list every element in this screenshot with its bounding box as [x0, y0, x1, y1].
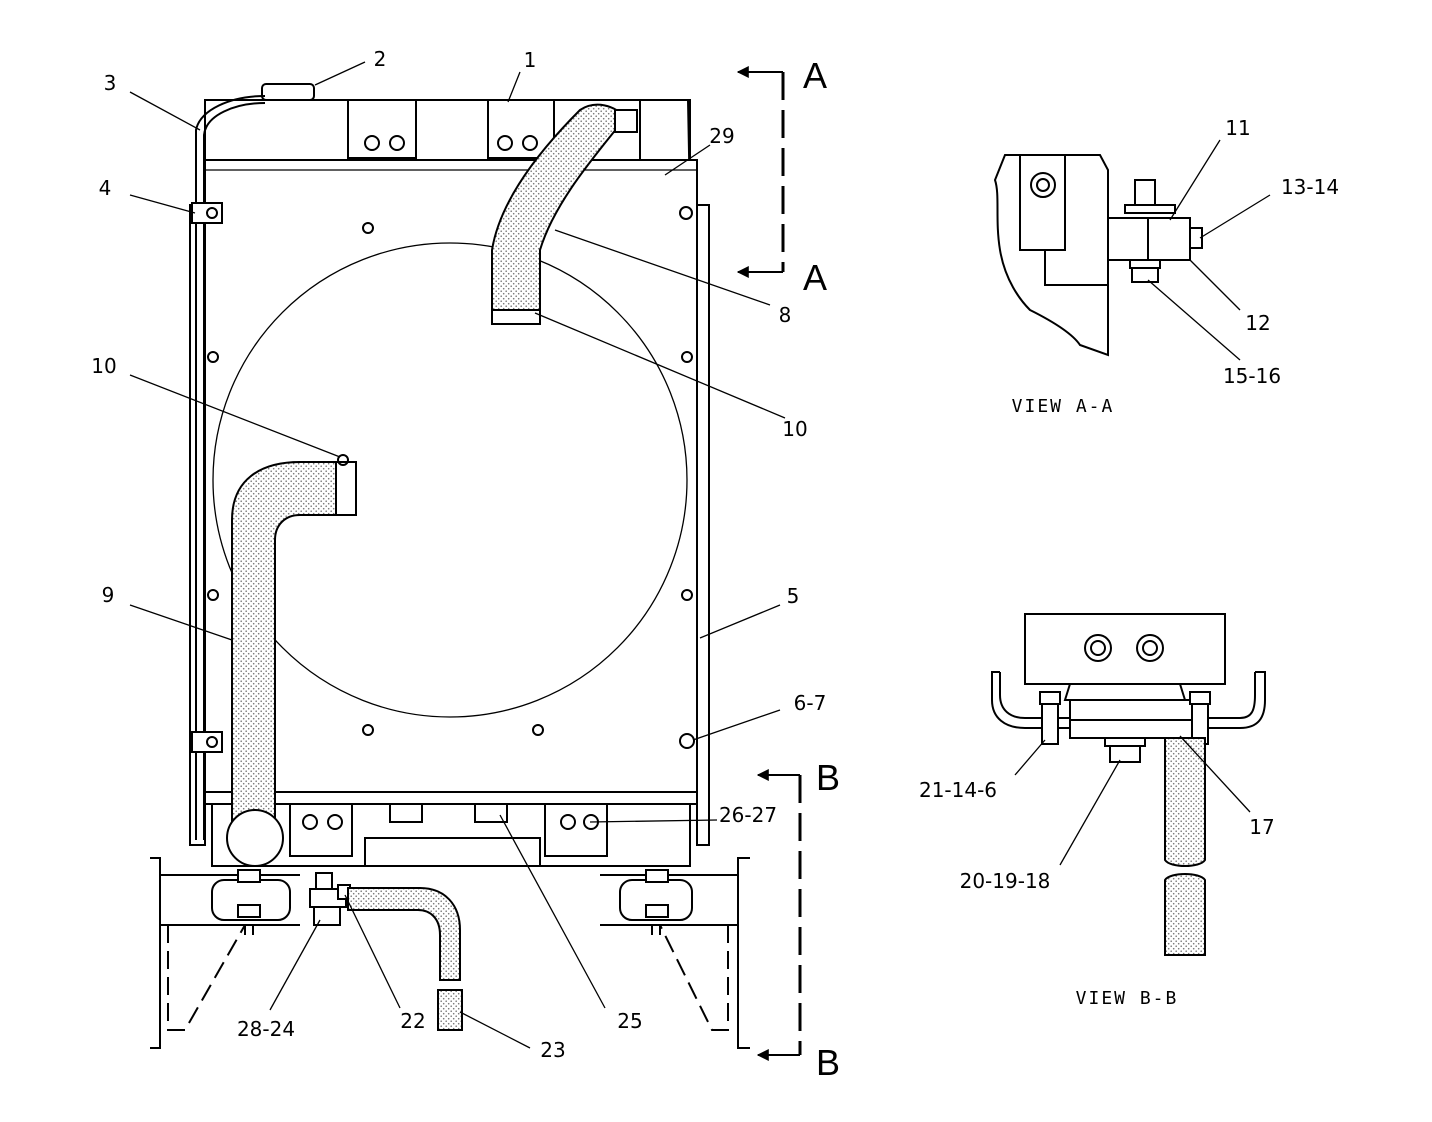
view-b-b-detail: [991, 613, 1266, 956]
callout-2: 2: [374, 47, 387, 71]
callout-23: 23: [540, 1038, 565, 1062]
bolt-13-14: [1189, 227, 1203, 249]
view-a-a-title: VIEW A-A: [1012, 396, 1115, 417]
leader-lines: [129, 61, 1271, 1049]
callout-10-right: 10: [782, 417, 807, 441]
callout-6-7: 6-7: [794, 691, 827, 715]
section-line-a: [736, 66, 785, 278]
upper-hose: [491, 103, 627, 311]
plate-17: [1069, 719, 1201, 739]
fan-opening: [212, 242, 688, 718]
callout-17: 17: [1249, 815, 1274, 839]
radiator-cap: [261, 83, 315, 101]
callout-4: 4: [99, 176, 112, 200]
bottom-mount-right: [544, 803, 608, 857]
callout-25: 25: [617, 1009, 642, 1033]
top-mount-left: [347, 99, 417, 159]
callout-3: 3: [104, 71, 117, 95]
radiator-assembly: [150, 83, 750, 1049]
drain-hose-end: [437, 989, 463, 1031]
callout-29: 29: [709, 124, 734, 148]
callout-20-19-18: 20-19-18: [960, 869, 1051, 893]
drain-plug: [313, 906, 341, 926]
callout-12: 12: [1245, 311, 1270, 335]
section-letters: A A B B: [803, 55, 840, 1083]
callout-26-27: 26-27: [719, 803, 777, 827]
callout-21-14-6: 21-14-6: [919, 778, 997, 802]
section-b-top: B: [816, 757, 840, 798]
mounting-rail-right: [600, 857, 750, 1049]
nut-15-16: [1131, 267, 1159, 283]
drain-valve: [315, 872, 333, 890]
callout-5: 5: [787, 584, 800, 608]
callout-28-24: 28-24: [237, 1017, 295, 1041]
callout-10-left: 10: [91, 354, 116, 378]
section-b-bottom: B: [816, 1042, 840, 1083]
callout-9: 9: [102, 583, 115, 607]
callout-22: 22: [400, 1009, 425, 1033]
lower-hose-clamp: [335, 461, 357, 516]
drain-hose-section: [1164, 737, 1206, 867]
section-line-b: [756, 769, 802, 1061]
callout-8: 8: [779, 303, 792, 327]
section-a-bottom: A: [803, 257, 827, 298]
view-b-b-title: VIEW B-B: [1076, 988, 1179, 1009]
bolt-21-14-6: [1041, 703, 1059, 745]
mounting-rail-left: [150, 857, 300, 1049]
callout-13-14: 13-14: [1281, 175, 1339, 199]
vent-tube: [195, 95, 266, 840]
nut-20-19-18: [1109, 745, 1141, 763]
lower-hose: [231, 461, 341, 841]
view-a-a-detail: [993, 154, 1203, 357]
upper-hose-outlet: [614, 109, 638, 133]
side-frame-right: [696, 204, 710, 846]
top-mount-right: [487, 99, 555, 159]
section-a-top: A: [803, 55, 827, 96]
bracket-12: [1147, 217, 1191, 261]
upper-hose-clamp: [491, 309, 541, 325]
drain-hose: [347, 887, 461, 981]
callout-15-16: 15-16: [1223, 364, 1281, 388]
callout-11: 11: [1225, 116, 1250, 140]
bottom-mount-left: [289, 803, 353, 857]
stud-11: [1134, 179, 1156, 206]
callout-labels: 1 2 3 4 5 6-7 8 9 10 10 11 12 13-14 15-1…: [91, 47, 1339, 1062]
callout-1: 1: [524, 48, 537, 72]
